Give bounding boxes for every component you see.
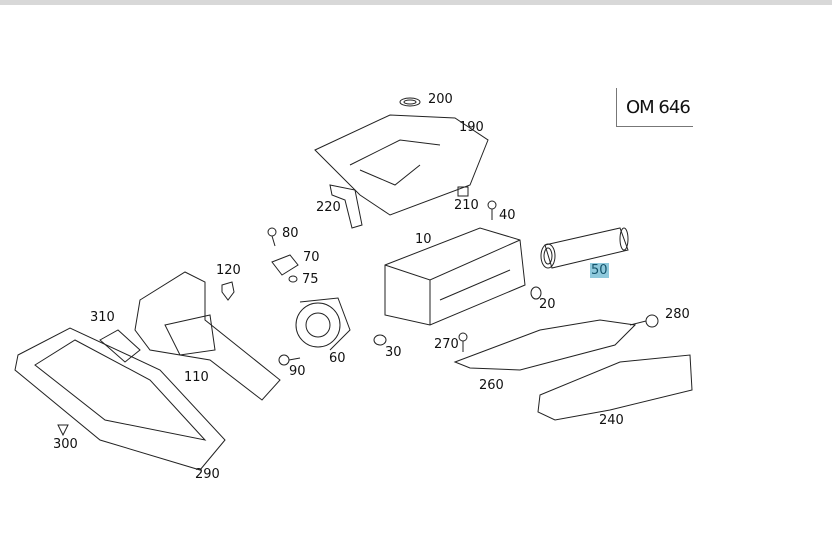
part-label-200[interactable]: 200 [428, 92, 453, 107]
part-10-air-filter-housing [384, 227, 526, 326]
part-label-90[interactable]: 90 [289, 364, 306, 379]
part-200-cap [399, 97, 421, 107]
part-110-intake-duct [134, 271, 281, 401]
part-label-290[interactable]: 290 [195, 467, 220, 482]
part-270-screw [458, 332, 468, 352]
part-80-screw [267, 227, 277, 247]
part-220-bracket [329, 184, 363, 229]
part-label-70[interactable]: 70 [303, 250, 320, 265]
part-label-40[interactable]: 40 [499, 208, 516, 223]
part-30-grommet [373, 334, 387, 346]
part-280-bolt [629, 314, 659, 328]
part-50-filter-element [540, 227, 629, 269]
part-label-280[interactable]: 280 [665, 307, 690, 322]
part-label-80[interactable]: 80 [282, 226, 299, 241]
model-label: OM 646 [626, 97, 691, 118]
part-label-190[interactable]: 190 [459, 120, 484, 135]
part-260-heat-shield [453, 319, 637, 371]
part-120-clip [221, 281, 235, 301]
part-190-engine-cover [314, 114, 489, 216]
part-290-panel [14, 327, 226, 471]
part-70-sensor [271, 254, 299, 276]
part-240-heat-shield [537, 354, 693, 421]
part-90-bolt [278, 354, 301, 366]
part-label-50-selected[interactable]: 50 [590, 263, 609, 278]
part-300-clip [57, 424, 69, 437]
part-label-240[interactable]: 240 [599, 413, 624, 428]
part-label-20[interactable]: 20 [539, 297, 556, 312]
part-75-seal [288, 275, 298, 283]
part-label-270[interactable]: 270 [434, 337, 459, 352]
part-label-220[interactable]: 220 [316, 200, 341, 215]
part-40-bolt [487, 200, 497, 220]
part-label-120[interactable]: 120 [216, 263, 241, 278]
part-label-210[interactable]: 210 [454, 198, 479, 213]
top-bar [0, 0, 832, 5]
part-210-grommet [457, 186, 469, 197]
part-label-110[interactable]: 110 [184, 370, 209, 385]
part-60-turbo-actuator [295, 297, 351, 351]
part-label-30[interactable]: 30 [385, 345, 402, 360]
part-label-310[interactable]: 310 [90, 310, 115, 325]
part-label-10[interactable]: 10 [415, 232, 432, 247]
part-label-60[interactable]: 60 [329, 351, 346, 366]
model-label-box: OM 646 [616, 88, 693, 127]
part-label-300[interactable]: 300 [53, 437, 78, 452]
part-310-seal [99, 329, 141, 363]
part-20-grommet [530, 286, 542, 300]
part-label-260[interactable]: 260 [479, 378, 504, 393]
part-label-75[interactable]: 75 [302, 272, 319, 287]
